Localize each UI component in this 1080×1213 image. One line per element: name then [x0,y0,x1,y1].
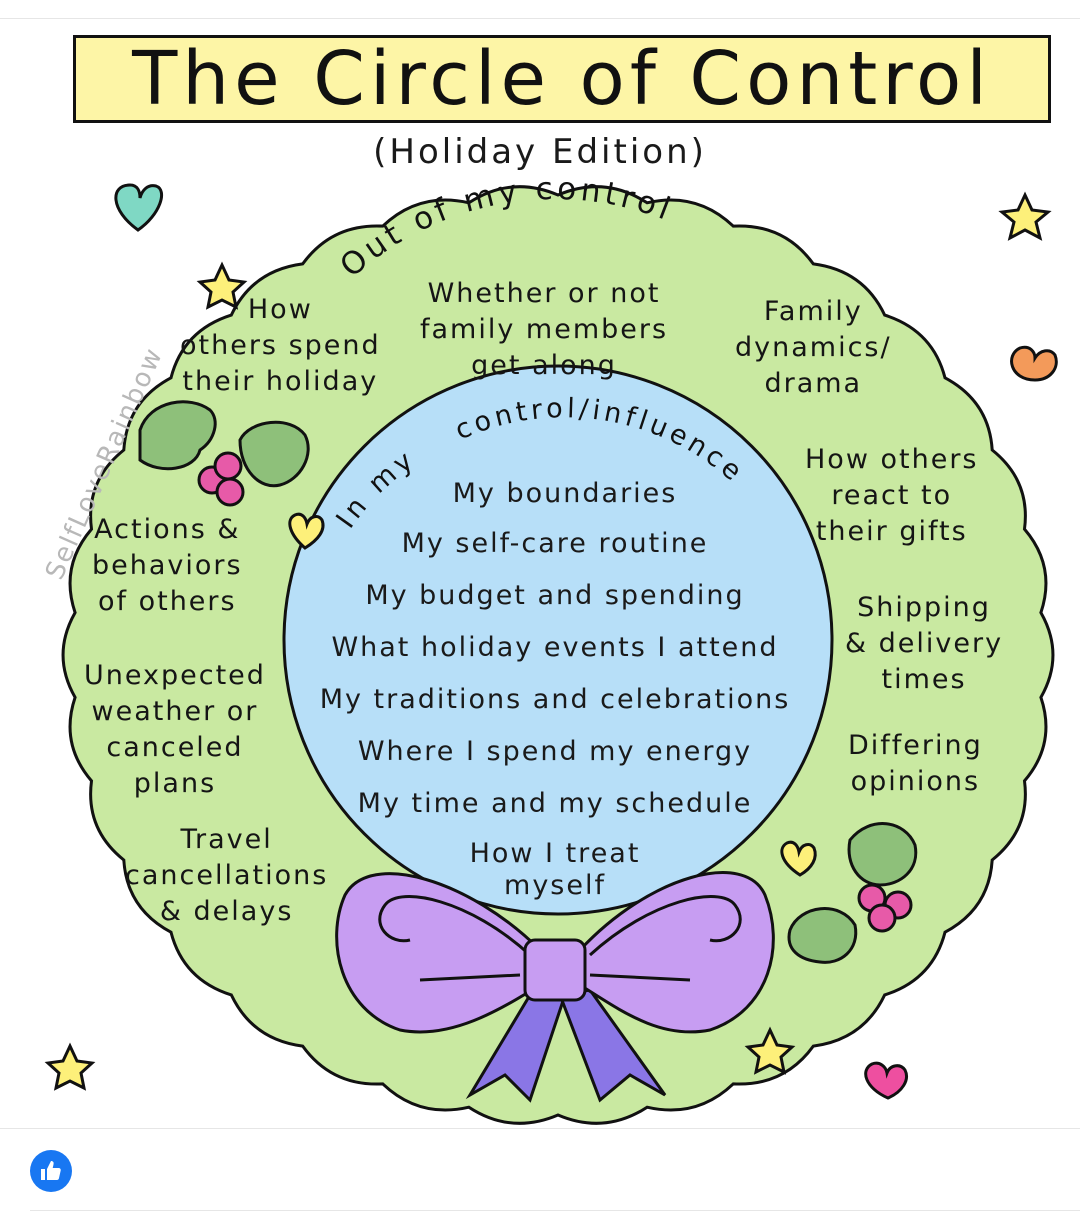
holly-top-left [138,400,310,507]
outer-item: Differing opinions [848,728,983,800]
outer-item-line: cancellations [125,860,329,891]
outer-item-line: times [881,664,967,695]
heart-icon [288,512,325,550]
bow-loop-left [335,872,542,1034]
inner-item: My time and my schedule [357,788,753,819]
inner-circle [282,364,834,916]
bow-loop-right [578,871,775,1034]
berry-icon [213,451,243,481]
outer-item-line: Differing [848,730,983,761]
outer-item-line: Travel [180,824,273,855]
like-icon [41,1161,61,1180]
outer-item: Travel cancellations & delays [125,822,328,930]
outer-item-line: behaviors [92,550,243,581]
outer-item-line: family members [420,314,669,345]
outer-item-line: opinions [850,766,981,797]
berry-icon [867,903,897,933]
inner-item: myself [504,870,606,901]
holly-leaf-icon [238,420,310,488]
outer-item: Shipping & delivery times [845,590,1003,698]
outer-item-line: plans [133,768,217,799]
inner-item: Where I spend my energy [357,736,753,767]
outer-item-line: Shipping [857,592,991,623]
inner-item: What holiday events I attend [331,632,779,663]
outer-item-line: Actions & [94,514,241,545]
heart-icon [1010,345,1058,382]
title-banner: The Circle of Control [73,35,1051,123]
outer-item-line: others spend [180,330,381,361]
inner-item: My budget and spending [365,580,745,611]
heart-icon [780,840,817,877]
holly-leaf-icon [847,822,918,887]
heart-icon [114,183,164,232]
outer-item: How others spend their holiday [180,292,381,400]
inner-item: My boundaries [452,478,678,509]
outer-item: Whether or not family members get along [420,276,668,384]
outer-item-line: dynamics/ [735,332,892,363]
subtitle: (Holiday Edition) [373,132,707,172]
like-button[interactable] [30,1150,72,1192]
outer-item: How others react to their gifts [805,442,978,550]
holly-leaf-icon [787,907,858,964]
outer-item-line: weather or [91,696,259,727]
star-icon [998,191,1052,241]
inner-item: My self-care routine [401,528,709,559]
holly-bottom-right [787,822,918,964]
bow-knot [523,938,587,1002]
inner-item: My traditions and celebrations [319,684,791,715]
outer-item: Actions & behaviors of others [92,512,243,620]
outer-item-line: drama [764,368,863,399]
outer-item-line: How others [805,444,979,475]
outer-item: Unexpected weather or canceled plans [84,658,266,802]
heart-icon [864,1061,908,1100]
outer-item-line: their holiday [182,366,379,397]
outer-item-line: get along [471,350,617,381]
outer-item-line: Unexpected [84,660,266,691]
berry-icon [215,477,245,507]
outer-item-line: How [247,294,313,325]
star-icon [44,1042,96,1091]
outer-item-line: & delays [159,896,294,927]
footer-divider-bottom [30,1210,1080,1211]
outer-item-line: of others [97,586,237,617]
outer-item-line: their gifts [815,516,968,547]
bow [335,871,775,1103]
holly-leaf-icon [138,400,217,471]
top-divider [0,18,1080,19]
footer-divider [0,1128,1080,1129]
page-title: The Circle of Control [132,36,992,122]
outer-item-line: Whether or not [427,278,661,309]
outer-item-line: react to [831,480,953,511]
star-icon [196,261,248,310]
outer-item-line: Family [763,296,863,327]
outer-item: Family dynamics/drama [735,294,892,402]
inner-item: How I treat [469,838,641,869]
outer-item-line: canceled [106,732,244,763]
star-icon [744,1026,796,1075]
outer-item-line: & delivery [845,628,1004,659]
